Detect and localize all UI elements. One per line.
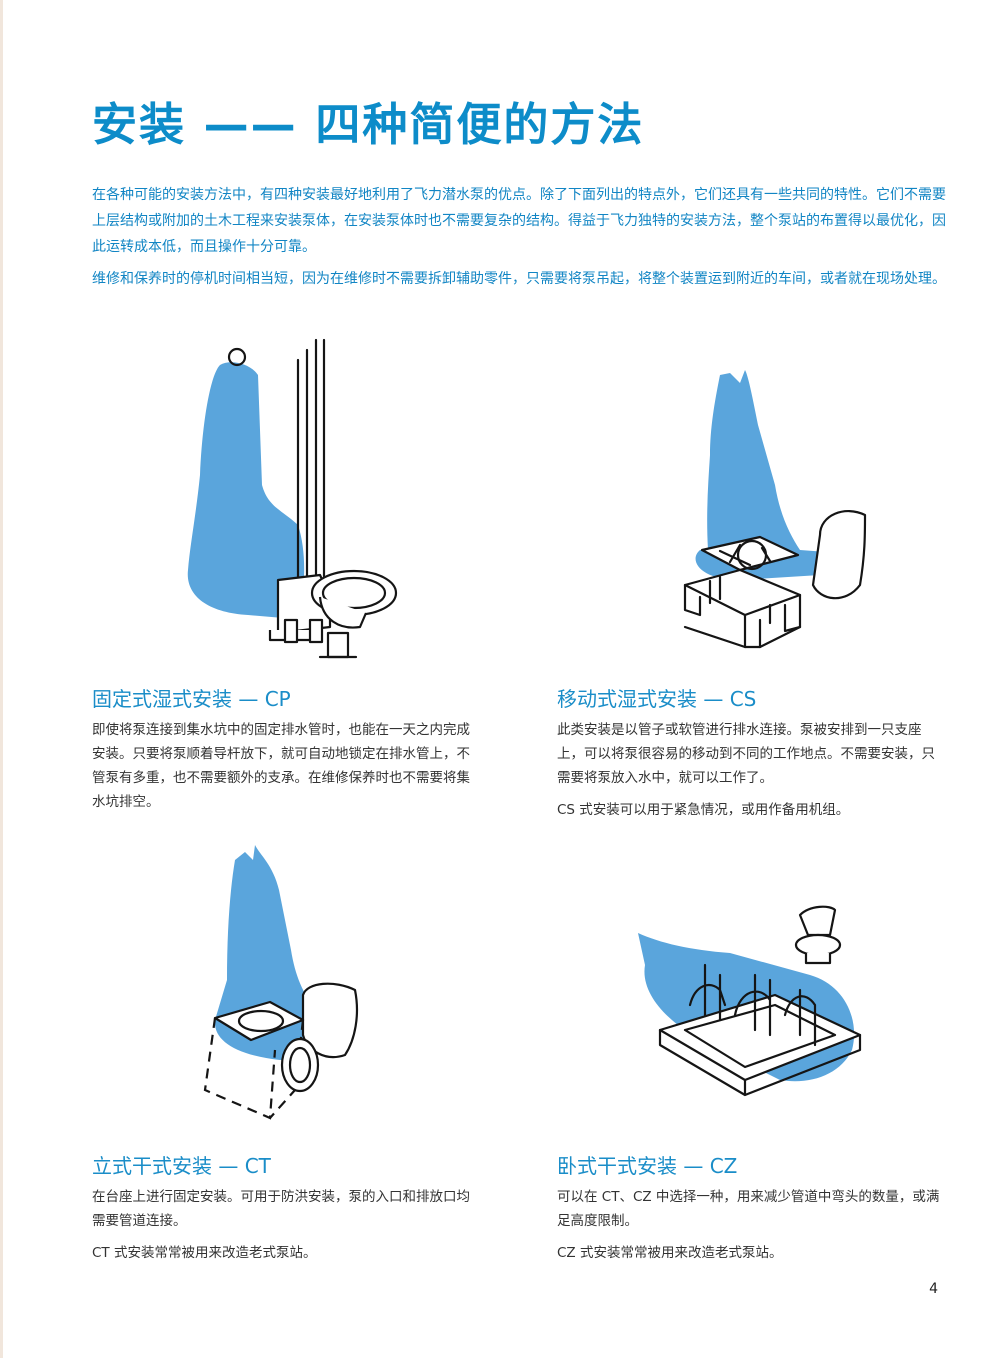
section-ct-text-1: 在台座上进行固定安装。可用于防洪安装，泵的入口和排放口均需要管道连接。	[92, 1189, 470, 1229]
section-body-cs: 此类安装是以管子或软管进行排水连接。泵被安排到一只支座上，可以将泵很容易的移动到…	[557, 718, 947, 830]
section-heading-cp: 固定式湿式安装 — CP	[92, 687, 291, 711]
section-cs-text-2: CS 式安装可以用于紧急情况，或用作备用机组。	[557, 802, 850, 818]
section-body-cp: 即使将泵连接到集水坑中的固定排水管时，也能在一天之内完成安装。只要将泵顺着导杆放…	[92, 718, 482, 822]
pump-cp-illustration	[187, 338, 398, 659]
intro-paragraph-1: 在各种可能的安装方法中，有四种安装最好地利用了飞力潜水泵的优点。除了下面列出的特…	[92, 187, 946, 255]
section-heading-cz: 卧式干式安装 — CZ	[557, 1154, 738, 1178]
section-heading-ct: 立式干式安装 — CT	[92, 1154, 271, 1178]
pump-ct-illustration	[203, 845, 359, 1120]
page-number: 4	[929, 1281, 938, 1297]
intro-paragraph-2: 维修和保养时的停机时间相当短，因为在维修时不需要拆卸辅助零件，只需要将泵吊起，将…	[92, 271, 946, 287]
section-body-ct: 在台座上进行固定安装。可用于防洪安装，泵的入口和排放口均需要管道连接。 CT 式…	[92, 1185, 482, 1273]
section-cz-text-1: 可以在 CT、CZ 中选择一种，用来减少管道中弯头的数量，或满足高度限制。	[557, 1189, 940, 1229]
page-edge	[0, 0, 3, 1358]
section-cs-text-1: 此类安装是以管子或软管进行排水连接。泵被安排到一只支座上，可以将泵很容易的移动到…	[557, 722, 935, 786]
page-title: 安装 —— 四种简便的方法	[92, 98, 645, 151]
pump-cs-illustration	[683, 370, 867, 649]
pump-cz-illustration	[638, 905, 862, 1097]
section-cp-text-1: 即使将泵连接到集水坑中的固定排水管时，也能在一天之内完成安装。只要将泵顺着导杆放…	[92, 722, 470, 810]
intro-text: 在各种可能的安装方法中，有四种安装最好地利用了飞力潜水泵的优点。除了下面列出的特…	[92, 182, 948, 298]
section-heading-cs: 移动式湿式安装 — CS	[557, 687, 757, 711]
section-cz-text-2: CZ 式安装常常被用来改造老式泵站。	[557, 1245, 783, 1261]
section-ct-text-2: CT 式安装常常被用来改造老式泵站。	[92, 1245, 317, 1261]
section-body-cz: 可以在 CT、CZ 中选择一种，用来减少管道中弯头的数量，或满足高度限制。 CZ…	[557, 1185, 947, 1273]
